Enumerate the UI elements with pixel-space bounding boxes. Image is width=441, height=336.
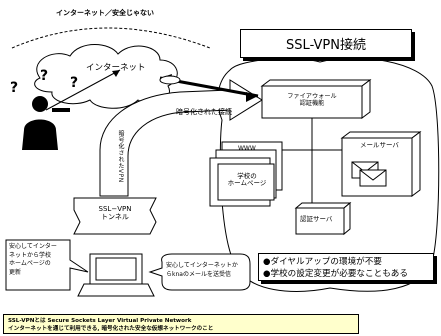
footer-line-1: SSL-VPNとは Secure Sockets Layer Virtual P… [8,318,192,324]
title-text: SSL-VPN接続 [286,38,366,53]
connection-oval [159,75,181,85]
school-homepage-label: 学校の ホームページ [227,172,267,188]
laptop-icon [77,253,155,297]
person-silhouette [22,96,70,150]
internet-label: インターネット [86,63,146,73]
question-mark-2: ? [40,68,49,84]
feature-item-1: ●ダイヤルアップの環境が不要 [263,257,382,267]
definition-footer: SSL-VPNとは Secure Sockets Layer Virtual P… [3,314,359,334]
feature-item-2: ●学校の設定変更が必要なこともある [263,269,408,279]
unsafe-arc [11,27,211,49]
unsafe-label: インターネット／安全じゃない [56,9,154,17]
callout-right-text: 安心してインターネットか らknaのメールを送受信 [166,262,238,278]
encrypted-connection-label: 暗号化された接続 [176,108,232,116]
auth-server-box [295,207,345,235]
footer-line-2: インターネットを通じて利用できる, 暗号化された安全な仮想ネットワークのこと [8,326,214,332]
callout-left-text: 安心してインター ネットから学校 ホームページの 更新 [9,243,57,276]
vpn-tunnel-shape [73,197,157,235]
question-mark-3: ? [70,75,79,91]
vpn-tunnel-label: SSL−VPN トンネル [98,205,132,222]
arrow-head-right [246,92,258,102]
question-mark-1: ? [10,80,19,96]
internet-cloud [34,44,178,109]
features-box: ●ダイヤルアップの環境が不要 ●学校の設定変更が必要なこともある [258,253,434,281]
callout-left-shape [5,239,89,291]
page-title: SSL-VPN接続 [240,29,412,58]
tunnel-vertical-label: 暗号化されたVPN [117,130,124,183]
www-label: WWW [238,145,256,152]
firewall-label: ファイアウォール 認証機能 [287,93,337,108]
www-server-stack [209,141,283,207]
envelope-icons [351,161,387,187]
callout-right-shape [148,253,251,291]
mail-server-label: メールサーバ [360,141,399,149]
access-arrow [45,69,121,111]
auth-server-label: 認証サーバ [300,215,333,223]
